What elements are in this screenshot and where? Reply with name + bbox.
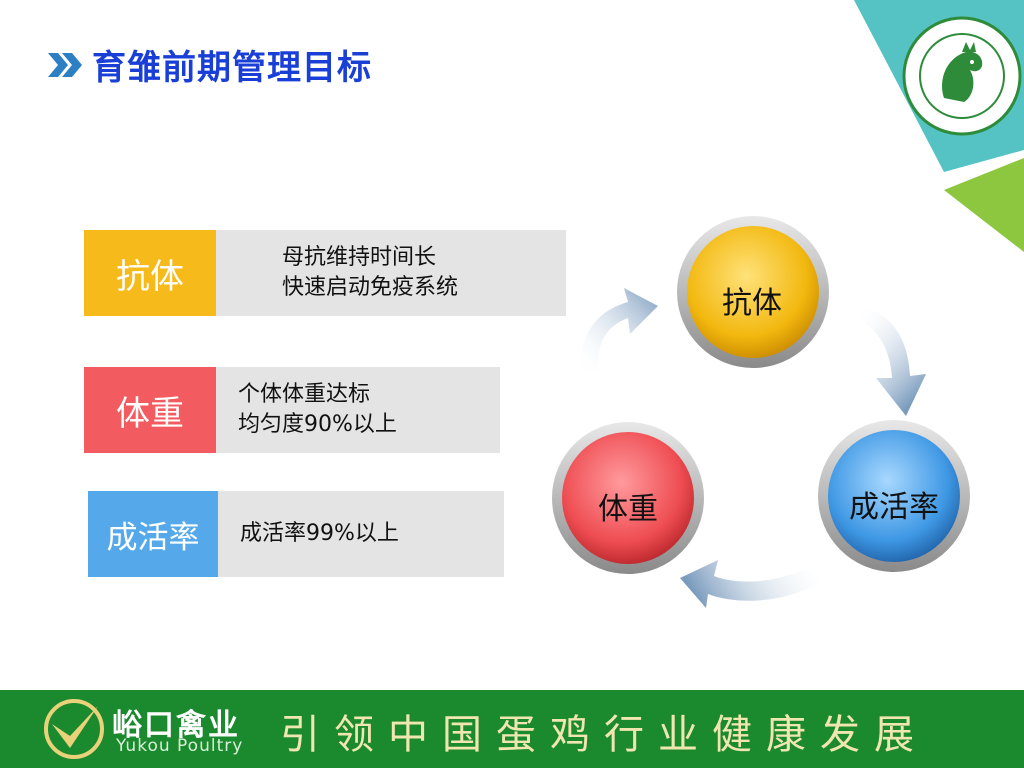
cycle-node-weight (552, 422, 704, 574)
corner-decoration (854, 0, 1024, 252)
target-description: 成活率99%以上 (218, 491, 504, 577)
cycle-node-survival (818, 420, 970, 572)
brand-name-en: Yukou Poultry (116, 736, 244, 756)
target-tag: 抗体 (84, 230, 216, 316)
target-tag: 体重 (84, 367, 216, 453)
footer-banner: 峪口禽业 Yukou Poultry 引领中国蛋鸡行业健康发展 (0, 690, 1024, 768)
cycle-label-antibody: 抗体 (722, 286, 782, 321)
target-line: 快速启动免疫系统 (282, 275, 459, 300)
footer-slogan: 引领中国蛋鸡行业健康发展 (280, 712, 928, 758)
target-row-antibody: 抗体 母抗维持时间长 快速启动免疫系统 (84, 230, 566, 316)
brand-name-cn: 峪口禽业 (112, 708, 240, 743)
target-line: 个体体重达标 (238, 382, 371, 407)
slide-header: 育雏前期管理目标 (44, 40, 372, 89)
arrow-to-weight (680, 560, 820, 608)
target-description: 母抗维持时间长 快速启动免疫系统 (216, 230, 566, 316)
target-line: 成活率99%以上 (240, 521, 399, 546)
slide-title: 育雏前期管理目标 (92, 48, 372, 88)
arrow-to-antibody (580, 288, 658, 372)
cycle-node-antibody (677, 216, 829, 368)
target-line: 母抗维持时间长 (282, 245, 437, 270)
target-tag: 成活率 (88, 491, 218, 577)
double-chevron-icon (48, 52, 82, 77)
target-line: 均匀度90%以上 (238, 412, 397, 437)
target-row-survival: 成活率 成活率99%以上 (88, 491, 504, 577)
company-logo-icon (44, 699, 104, 759)
cycle-label-weight: 体重 (598, 492, 658, 527)
target-row-weight: 体重 个体体重达标 均匀度90%以上 (84, 367, 500, 453)
cycle-label-survival: 成活率 (849, 490, 939, 525)
cycle-diagram (552, 216, 970, 608)
university-logo (902, 16, 1022, 136)
target-description: 个体体重达标 均匀度90%以上 (216, 367, 500, 453)
arrow-to-survival (860, 306, 926, 416)
